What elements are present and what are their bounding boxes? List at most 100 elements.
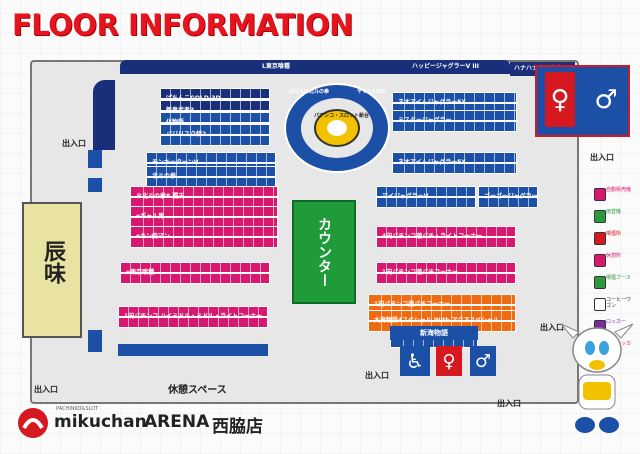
machine-cell bbox=[231, 101, 241, 110]
entrance-left-bottom[interactable]: 出入口 bbox=[34, 385, 58, 394]
round-island-label-0: パチンコ・スロット新台 bbox=[314, 113, 370, 119]
entrance-bottom-right[interactable]: 出入口 bbox=[497, 399, 521, 408]
machine-cell bbox=[204, 218, 214, 227]
machine-cell bbox=[211, 101, 221, 110]
machine-cell bbox=[465, 122, 475, 131]
machine-cell bbox=[214, 198, 224, 207]
machine-cell bbox=[487, 238, 497, 247]
machine-cell bbox=[477, 263, 487, 272]
left-row-8-lane-0 bbox=[130, 226, 278, 237]
machine-cell bbox=[241, 136, 251, 145]
machine-cell bbox=[249, 307, 259, 316]
machine-cell bbox=[425, 93, 435, 102]
left-row-9-lane-1 bbox=[120, 273, 270, 284]
machine-cell bbox=[194, 187, 204, 196]
machine-cell bbox=[184, 207, 194, 216]
machine-cell bbox=[164, 218, 174, 227]
machine-cell bbox=[221, 136, 231, 145]
machine-cell bbox=[475, 111, 485, 120]
left-row-2-lane-0 bbox=[160, 112, 270, 123]
top-lane-center-label: ハッピージャグラーV III bbox=[412, 63, 480, 70]
machine-cell bbox=[144, 198, 154, 207]
machine-cell bbox=[134, 218, 144, 227]
machine-cell bbox=[174, 198, 184, 207]
machine-cell bbox=[129, 318, 139, 327]
machine-cell bbox=[171, 263, 181, 272]
machine-cell bbox=[261, 125, 269, 134]
machine-cell bbox=[519, 187, 529, 196]
machine-cell bbox=[507, 263, 515, 272]
legend-label: コーヒーワゴン bbox=[606, 297, 632, 309]
machine-cell bbox=[247, 178, 257, 187]
left-row-10-lane-0 bbox=[118, 306, 268, 317]
machine-cell bbox=[214, 227, 224, 236]
machine-cell bbox=[457, 187, 467, 196]
machine-cell bbox=[467, 238, 477, 247]
machine-cell bbox=[435, 111, 445, 120]
machine-cell bbox=[187, 167, 197, 176]
right-row-4-label: ゴーゴージャグラー3 bbox=[484, 193, 538, 200]
machine-cell bbox=[217, 167, 227, 176]
machine-cell bbox=[437, 187, 447, 196]
machine-cell bbox=[422, 295, 432, 304]
machine-cell bbox=[435, 122, 445, 131]
machine-cell bbox=[159, 307, 169, 316]
machine-cell bbox=[191, 125, 201, 134]
machine-cell bbox=[425, 164, 435, 173]
machine-cell bbox=[237, 167, 247, 176]
right-row-1-label: ミスタージャグラー bbox=[398, 117, 452, 124]
legend-swatch-icon bbox=[594, 276, 606, 289]
brand-logo-tag: PACHINKO&SLOT bbox=[56, 406, 99, 412]
machine-cell bbox=[231, 263, 241, 272]
machine-cell bbox=[164, 227, 174, 236]
machine-cell bbox=[181, 89, 191, 98]
machine-cell bbox=[482, 322, 492, 331]
machine-cell bbox=[181, 113, 191, 122]
machine-cell bbox=[442, 295, 452, 304]
entrance-right-mid[interactable]: 出入口 bbox=[540, 323, 564, 332]
machine-cell bbox=[171, 125, 181, 134]
machine-cell bbox=[157, 167, 167, 176]
machine-cell bbox=[237, 153, 247, 162]
machine-cell bbox=[435, 153, 445, 162]
machine-cell bbox=[427, 274, 437, 283]
entrance-left-top[interactable]: 出入口 bbox=[62, 139, 86, 148]
machine-cell bbox=[445, 104, 455, 113]
entrance-right-top[interactable]: 出入口 bbox=[590, 153, 614, 162]
brand-logo-arena: ARENA bbox=[144, 412, 210, 432]
machine-cell bbox=[407, 263, 417, 272]
machine-cell bbox=[465, 153, 475, 162]
machine-cell bbox=[229, 307, 239, 316]
left-row-9-label: e東京喰種 bbox=[126, 269, 155, 276]
machine-cell bbox=[207, 167, 217, 176]
machine-cell bbox=[457, 198, 467, 207]
machine-cell bbox=[445, 93, 455, 102]
machine-cell bbox=[119, 307, 129, 316]
machine-cell bbox=[234, 238, 244, 247]
legend-swatch-icon bbox=[594, 298, 606, 311]
entrance-bottom-center[interactable]: 出入口 bbox=[365, 371, 389, 380]
machine-cell bbox=[485, 122, 495, 131]
machine-cell bbox=[377, 263, 387, 272]
machine-cell bbox=[509, 187, 519, 196]
restroom-male-2-icon: ♂ bbox=[470, 346, 496, 376]
machine-cell bbox=[211, 125, 221, 134]
legend-swatch-icon bbox=[594, 210, 606, 223]
machine-cell bbox=[415, 111, 425, 120]
machine-cell bbox=[171, 89, 181, 98]
right-row-7-lane-0 bbox=[368, 294, 516, 305]
machine-cell bbox=[487, 263, 497, 272]
machine-cell bbox=[241, 113, 251, 122]
machine-cell bbox=[171, 136, 181, 145]
machine-cell bbox=[509, 198, 519, 207]
machine-cell bbox=[254, 207, 264, 216]
machine-cell bbox=[151, 263, 161, 272]
machine-cell bbox=[457, 227, 467, 236]
machine-cell bbox=[457, 263, 467, 272]
machine-cell bbox=[485, 111, 495, 120]
accessible-restroom-icon: ♿ bbox=[400, 346, 430, 376]
brand-logo-mark-icon bbox=[18, 408, 48, 438]
machine-cell bbox=[499, 187, 509, 196]
machine-cell bbox=[211, 136, 221, 145]
machine-cell bbox=[121, 263, 131, 272]
